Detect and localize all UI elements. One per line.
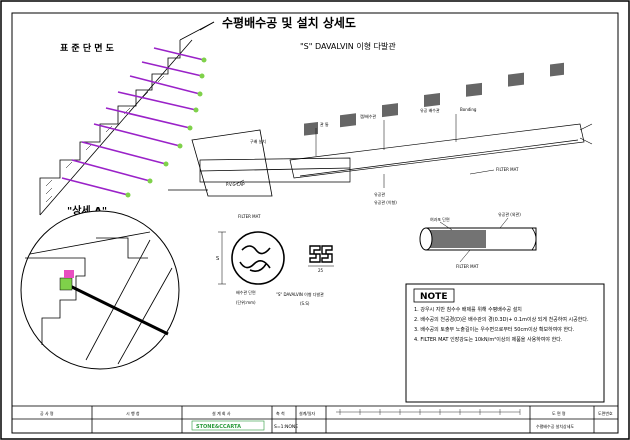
embankment xyxy=(39,21,215,216)
pipe-perforated-section xyxy=(289,123,585,179)
label-filter-mat-section: FILTER MAT xyxy=(238,214,261,219)
tb-drawing-name: 수평배수공 설치상세도 xyxy=(536,423,574,429)
label-cap-pipe: 캡/배수관 xyxy=(360,113,376,119)
tb-scale-value: S=1:NONE xyxy=(274,424,298,430)
dim-s: S xyxy=(216,256,219,262)
tb-scale-label: 축 척 xyxy=(276,410,285,416)
note-item: 2. 배수공의 천공경(D)은 배수관의 경(0.3D)+ 0.1m이상 되게 … xyxy=(414,317,589,323)
section-scale: (S.S) xyxy=(300,301,310,306)
pipe-outlets xyxy=(125,57,207,198)
note-item: 1. 강우시 지반 침수수 배제를 위해 수평배수공 설치 xyxy=(414,307,522,313)
note-items: 1. 강우시 지반 침수수 배제를 위해 수평배수공 설치 2. 배수공의 천공… xyxy=(414,307,589,343)
note-box xyxy=(405,283,605,403)
label-pipe-top: 관 통 xyxy=(320,121,329,127)
label-pipe-outer: 유공관 (외관) xyxy=(498,211,521,217)
note-item: 4. FILTER MAT 인장강도는 10kN/m²이상의 제품을 사용하여야… xyxy=(414,337,563,343)
label-bottom-hole: 유공관 xyxy=(374,191,385,197)
s-profile-symbol xyxy=(308,245,334,267)
drain-pipes xyxy=(61,47,205,196)
tb-drawing-number-label: 도면번호 xyxy=(598,410,613,416)
section-label: 표 준 단 면 도 xyxy=(60,42,115,54)
label-pvc-cap: P.V.C CAP xyxy=(226,182,245,187)
label-slope: 구배 설치 xyxy=(250,138,266,144)
section-note: 배수관 단면 xyxy=(236,289,256,295)
note-item: 3. 배수공의 토출부 노출길이는 우수면으로부터 50cm이상 확보하여야 한… xyxy=(414,327,575,333)
pipe-tip xyxy=(579,123,593,145)
note-heading: NOTE xyxy=(420,292,447,302)
leader-lines xyxy=(233,114,495,188)
title-block xyxy=(11,405,619,434)
tb-client: 시 행 청 xyxy=(126,410,140,416)
label-pipe-cut: 여과포 단면 xyxy=(430,216,450,222)
label-filter-mat-main: FILTER MAT xyxy=(496,167,519,172)
section-note2: (단위:mm) xyxy=(236,299,256,305)
tb-date-label: 설계/일자 xyxy=(299,410,315,416)
pipe-cut-detail xyxy=(419,217,537,263)
drawing-title: 수평배수공 및 설치 상세도 xyxy=(222,15,356,30)
label-bottom-hole2: 유공관 (이형) xyxy=(374,199,397,205)
label-bonding: Bonding xyxy=(460,107,477,112)
tb-drawing-name-label: 도 면 명 xyxy=(552,410,566,416)
pipe-hatch-blocks xyxy=(304,62,564,136)
detail-a-circle xyxy=(20,210,180,370)
company-logo-box xyxy=(191,420,265,431)
label-filter-mat-small: FILTER MAT xyxy=(456,264,479,269)
dim-25: 25 xyxy=(318,268,324,273)
tb-designer: 설 계 회 사 xyxy=(212,410,231,416)
pipe-cross-section xyxy=(218,231,285,285)
tb-project: 공 사 명 xyxy=(40,410,54,416)
company-logo: STONE&CCARTA xyxy=(196,424,241,430)
label-hole-spacing: 유공 배수관 xyxy=(420,107,440,113)
section-caption: "S" DAVALVIN 이형 다발관 xyxy=(276,291,324,297)
ground-hatch xyxy=(45,75,165,203)
drawing-subtitle: "S" DAVALVIN 이형 다발관 xyxy=(300,41,396,51)
title-block-ruler xyxy=(336,409,521,415)
